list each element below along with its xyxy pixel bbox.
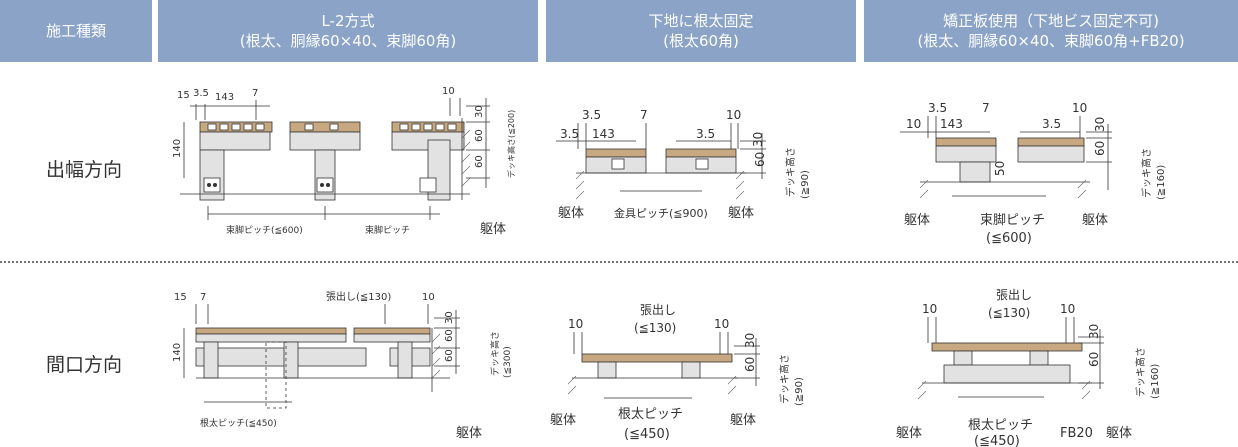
header-title: 施工種類 <box>45 22 106 40</box>
header-subtitle: (根太、胴縁60×40、束脚60角) <box>239 32 457 50</box>
body-label: 躯体 <box>1106 425 1132 441</box>
pitch-limit-label: (≦450) <box>974 434 1020 447</box>
body-label: 躯体 <box>730 412 756 428</box>
dim-label: 30 <box>444 311 455 324</box>
dim-label: 60 <box>474 155 485 168</box>
row-separator <box>0 261 1238 263</box>
header-correction-plate: 矯正板使用（下地ビス固定不可) (根太、胴縁60×40、束脚60角+FB20) <box>864 0 1238 62</box>
dim-label: 10 <box>726 108 741 122</box>
overhang-label: 張出し(≦130) <box>326 290 391 303</box>
deck-limit-label: (≦300) <box>503 346 513 378</box>
dim-label: 30 <box>1087 324 1101 339</box>
header-title: 矯正板使用（下地ビス固定不可) <box>943 12 1159 30</box>
dim-label: 3.5 <box>560 127 579 141</box>
dim-label: 10 <box>714 317 729 331</box>
dim-label: 143 <box>592 127 615 141</box>
dim-label: 60 <box>1087 352 1101 367</box>
fb-label: FB20 <box>1060 426 1093 441</box>
dim-label: 30 <box>743 333 757 348</box>
pitch-label: 束脚ピッチ <box>365 225 410 236</box>
dim-label: 50 <box>993 161 1007 176</box>
diagram-l2-projection: 15 3.5 143 7 10 140 <box>172 86 516 237</box>
dim-label: 143 <box>940 117 963 131</box>
dim-label: 10 <box>442 86 455 97</box>
dim-label: 30 <box>751 132 765 147</box>
pitch-label: 束脚ピッチ(≦600) <box>226 225 303 236</box>
dim-label: 3.5 <box>696 127 715 141</box>
body-label: 躯体 <box>456 425 482 441</box>
pitch-label: 根太ピッチ <box>618 407 683 422</box>
dim-label: 10 <box>1072 101 1087 115</box>
body-label: 躯体 <box>480 221 506 237</box>
header-subtitle: (根太、胴縁60×40、束脚60角+FB20) <box>917 32 1185 50</box>
row-label-projection: 出幅方向 <box>45 159 122 181</box>
deck-limit-label: (≧90) <box>794 377 805 406</box>
deck-height-label: デッキ高さ <box>784 147 797 197</box>
dim-label: 7 <box>200 292 206 303</box>
dim-label: 60 <box>753 152 767 167</box>
dim-label: 60 <box>1093 141 1107 156</box>
diagram-plate-projection: 3.5 7 10 10 143 3.5 30 60 50 デッキ高さ (≧160… <box>900 101 1167 246</box>
dim-label: 30 <box>1093 117 1107 132</box>
pitch-label: 金具ピッチ(≦900) <box>614 206 708 220</box>
dim-label: 10 <box>906 117 921 131</box>
dim-label: 10 <box>422 292 435 303</box>
dim-label: 15 <box>177 90 190 101</box>
overhang-limit-label: (≦130) <box>988 306 1030 320</box>
dim-label: 10 <box>568 317 583 331</box>
dim-label: 7 <box>252 88 258 99</box>
dim-label: 7 <box>640 108 648 122</box>
dim-label: 3.5 <box>1042 117 1061 131</box>
body-label: 躯体 <box>558 205 584 221</box>
deck-height-label: デッキ高さ <box>1140 148 1153 198</box>
row-label-frontage: 間口方向 <box>45 354 122 376</box>
deck-limit-label: (≧160) <box>1156 165 1167 200</box>
header-title: L-2方式 <box>321 12 375 30</box>
header-construction-type: 施工種類 <box>0 0 152 62</box>
header-joist-fixed: 下地に根太固定 (根太60角) <box>546 0 856 62</box>
dim-label: 30 <box>474 105 485 118</box>
dim-label: 3.5 <box>582 108 601 122</box>
dim-label: 10 <box>1060 302 1075 316</box>
header-l2-method: L-2方式 (根太、胴縁60×40、束脚60角) <box>158 0 538 62</box>
dim-label: 15 <box>174 292 187 303</box>
dim-label: 60 <box>743 357 757 372</box>
body-label: 躯体 <box>904 212 930 228</box>
header-subtitle: (根太60角) <box>663 32 739 50</box>
body-label: 躯体 <box>550 412 576 428</box>
dim-label: 60 <box>444 349 455 362</box>
dim-label: 143 <box>215 92 234 103</box>
dim-label: 140 <box>172 139 183 158</box>
dim-label: 3.5 <box>193 88 209 99</box>
body-label: 躯体 <box>728 205 754 221</box>
pitch-limit-label: (≦450) <box>624 427 670 442</box>
header-title: 下地に根太固定 <box>648 12 754 30</box>
diagram-plate-frontage: 張出し (≦130) 10 10 30 60 デッキ高さ (≧160) 躯体 根… <box>896 288 1161 447</box>
dim-label: 7 <box>982 101 990 115</box>
pitch-limit-label: (≦600) <box>986 231 1032 246</box>
body-label: 躯体 <box>1082 212 1108 228</box>
dim-label: 140 <box>172 343 183 362</box>
dim-label: 60 <box>444 329 455 342</box>
deck-limit-label: (≧90) <box>800 170 811 199</box>
deck-height-label: デッキ高さ <box>1134 347 1147 397</box>
deck-height-label: デッキ高さ <box>778 354 791 404</box>
dim-label: 3.5 <box>928 101 947 115</box>
pitch-label: 根太ピッチ <box>968 418 1033 433</box>
overhang-limit-label: (≦130) <box>634 321 676 335</box>
dim-label: 60 <box>474 129 485 142</box>
overhang-label: 張出し <box>996 288 1032 302</box>
pitch-label: 束脚ピッチ <box>980 212 1045 228</box>
pitch-label: 根太ピッチ(≦450) <box>200 417 277 429</box>
body-label: 躯体 <box>896 425 922 441</box>
deck-height-label: デッキ高さ(≦200) <box>506 110 516 178</box>
dim-label: 10 <box>922 302 937 316</box>
diagram-joist-projection: 3.5 7 10 3.5 143 3.5 30 60 デッキ高さ (≧90) 躯… <box>556 108 811 221</box>
deck-limit-label: (≧160) <box>1150 364 1161 399</box>
diagram-joist-frontage: 張出し (≦130) 10 10 30 60 デッキ高さ (≧90) 躯体 根太… <box>550 303 805 442</box>
deck-height-label: デッキ高さ <box>489 331 501 376</box>
overhang-label: 張出し <box>640 303 676 317</box>
diagram-l2-frontage: 15 7 張出し(≦130) 10 140 30 60 60 デッキ高さ (≦3… <box>172 290 513 441</box>
